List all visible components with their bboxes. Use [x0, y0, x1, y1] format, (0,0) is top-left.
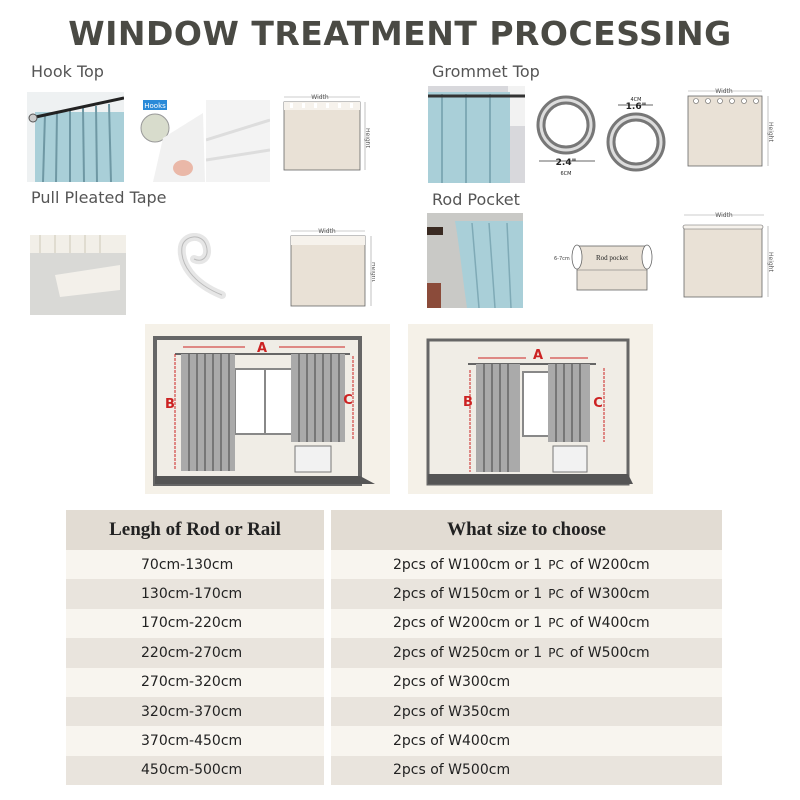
- svg-text:Width: Width: [311, 94, 329, 101]
- rod-length-cell: 130cm-170cm: [66, 579, 324, 609]
- ring-small-size: 1.6": [626, 102, 647, 112]
- size-guide-table: Lengh of Rod or Rail What size to choose…: [59, 510, 729, 786]
- size-cell: 2pcs of W250cm or 1 PC of W500cm: [331, 638, 722, 668]
- pleated-tape-photo: [30, 235, 126, 315]
- size-text: 2pcs of W200cm or 1: [393, 615, 543, 632]
- table-row: 130cm-170cm 2pcs of W150cm or 1 PC of W300c…: [66, 579, 722, 609]
- room-diagram-rod-outside: A B C: [408, 324, 653, 494]
- grommet-rings-photo: 2.4" 6CM 4CM 1.6": [536, 95, 666, 177]
- table-row: 270cm-320cm 2pcs of W300cm: [66, 667, 722, 697]
- size-text: 2pcs of W350cm: [393, 703, 511, 720]
- size-cell: 2pcs of W300cm: [331, 667, 722, 697]
- pc-text: PC: [548, 616, 564, 631]
- hooks-photo: Hooks: [133, 98, 205, 182]
- size-text: 2pcs of W100cm or 1: [393, 556, 543, 573]
- svg-text:Width: Width: [318, 228, 336, 235]
- svg-text:4CM: 4CM: [631, 97, 642, 103]
- size-cell: 2pcs of W150cm or 1 PC of W300cm: [331, 579, 722, 609]
- size-text: 2pcs of W400cm: [393, 733, 511, 750]
- table-row: 220cm-270cm 2pcs of W250cm or 1 PC of W500c…: [66, 638, 722, 668]
- alt-size-text: of W500cm: [569, 644, 650, 661]
- rod-length-cell: 320cm-370cm: [66, 696, 324, 727]
- rod-length-cell: 170cm-220cm: [66, 608, 324, 639]
- hook-top-curtain-photo: [27, 92, 124, 182]
- alt-size-text: of W200cm: [569, 556, 650, 573]
- measure-label-b: B: [165, 397, 175, 412]
- svg-text:Height: Height: [370, 262, 375, 282]
- pc-text: PC: [548, 557, 564, 572]
- pleated-tape-size-diagram: Width Height: [290, 228, 375, 307]
- measure-label-c: C: [343, 393, 353, 408]
- ring-large-size: 2.4": [556, 158, 577, 168]
- measure-label-c: C: [593, 396, 603, 411]
- size-text: 2pcs of W250cm or 1: [393, 644, 543, 661]
- rod-pocket-size-diagram: Width Height: [682, 212, 774, 298]
- size-text: 2pcs of W500cm: [393, 762, 511, 779]
- table-row: 450cm-500cm 2pcs of W500cm: [66, 755, 722, 786]
- pc-text: PC: [548, 587, 564, 602]
- hook-fabric-photo: [206, 100, 270, 182]
- size-text: 2pcs of W300cm: [393, 674, 511, 691]
- svg-text:Height: Height: [364, 128, 370, 148]
- measure-label-a: A: [533, 348, 543, 363]
- rod-length-cell: 220cm-270cm: [66, 638, 324, 668]
- table-row: 320cm-370cm 2pcs of W350cm: [66, 696, 722, 727]
- section-label-rod-pocket: Rod Pocket: [432, 190, 520, 209]
- grommet-size-diagram: Width Height: [687, 88, 774, 167]
- rod-length-cell: 370cm-450cm: [66, 726, 324, 756]
- alt-size-text: of W300cm: [569, 586, 650, 603]
- svg-text:6-7cm: 6-7cm: [554, 256, 570, 262]
- svg-text:Height: Height: [767, 122, 774, 142]
- measure-label-a: A: [257, 341, 267, 356]
- svg-text:Width: Width: [715, 212, 733, 219]
- size-cell: 2pcs of W100cm or 1 PC of W200cm: [331, 550, 722, 580]
- section-label-grommet-top: Grommet Top: [432, 62, 540, 81]
- svg-text:Width: Width: [715, 88, 733, 95]
- rod-length-cell: 270cm-320cm: [66, 667, 324, 697]
- curtain-hook-clip-icon: [177, 233, 226, 299]
- rod-pocket-diagram: Rod pocket 6-7cm: [554, 244, 653, 291]
- size-cell: 2pcs of W200cm or 1 PC of W400cm: [331, 608, 722, 639]
- hook-top-size-diagram: Width Height: [283, 94, 370, 171]
- pc-text: PC: [548, 645, 564, 660]
- section-label-hook-top: Hook Top: [31, 62, 104, 81]
- measure-label-b: B: [463, 395, 473, 410]
- grommet-curtain-photo: [428, 86, 525, 183]
- table-row: 70cm-130cm 2pcs of W100cm or 1 PC of W200cm: [66, 550, 722, 580]
- svg-text:Rod pocket: Rod pocket: [596, 254, 628, 262]
- table-row: 170cm-220cm 2pcs of W200cm or 1 PC of W400c…: [66, 608, 722, 639]
- size-cell: 2pcs of W350cm: [331, 696, 722, 727]
- page-title: WINDOW TREATMENT PROCESSING: [68, 14, 732, 53]
- alt-size-text: of W400cm: [569, 615, 650, 632]
- column-header-rod-length: Lengh of Rod or Rail: [66, 510, 324, 550]
- rod-length-cell: 70cm-130cm: [66, 550, 324, 580]
- svg-text:Height: Height: [767, 252, 774, 272]
- size-cell: 2pcs of W500cm: [331, 755, 722, 786]
- column-header-size: What size to choose: [331, 510, 722, 550]
- size-cell: 2pcs of W400cm: [331, 726, 722, 756]
- hooks-badge: Hooks: [144, 102, 166, 110]
- section-label-pull-pleated-tape: Pull Pleated Tape: [31, 188, 167, 207]
- svg-text:6CM: 6CM: [561, 171, 572, 177]
- room-diagram-rod-inside: A B C: [145, 324, 390, 494]
- rod-length-cell: 450cm-500cm: [66, 755, 324, 786]
- table-row: 370cm-450cm 2pcs of W400cm: [66, 726, 722, 756]
- rod-pocket-curtain-photo: [427, 213, 523, 308]
- size-text: 2pcs of W150cm or 1: [393, 586, 543, 603]
